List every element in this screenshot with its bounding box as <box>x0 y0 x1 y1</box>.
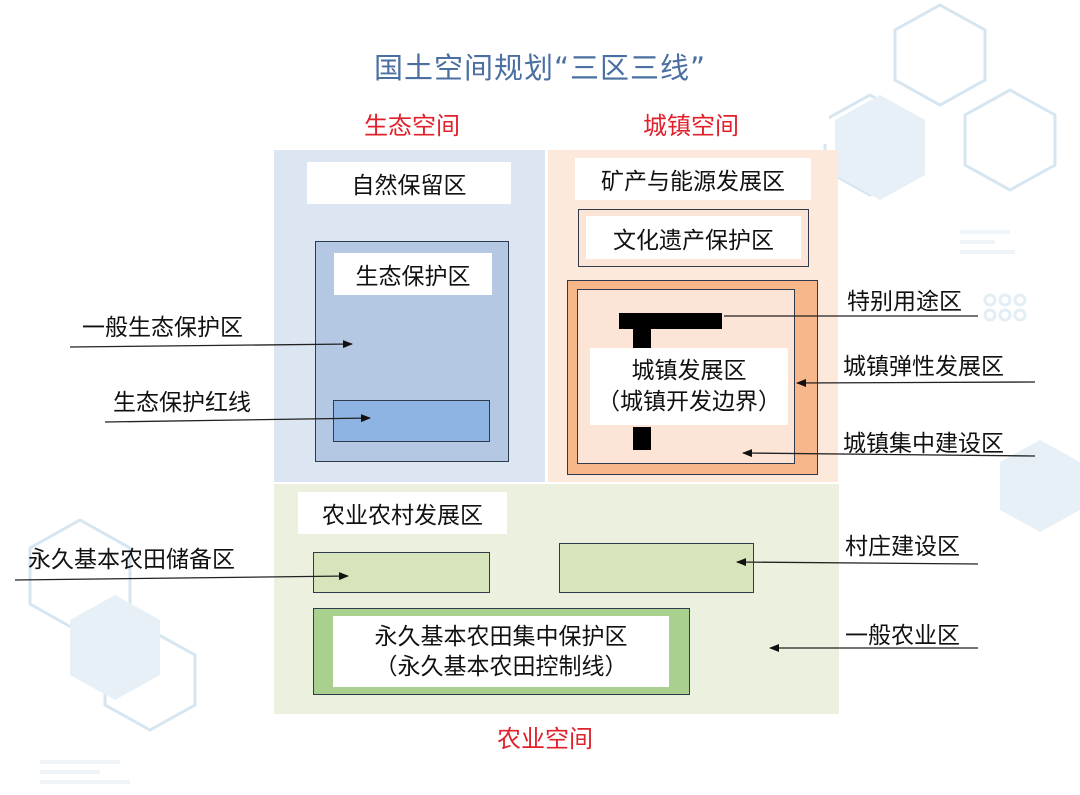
arrow-icon <box>104 414 371 423</box>
hexagon-decoration-icon <box>70 595 160 700</box>
hexagon-decoration-icon <box>963 88 1057 192</box>
farmland-reserve-label: 永久基本农田储备区 <box>28 547 235 573</box>
mining-energy-zone: 矿产与能源发展区 <box>575 158 811 200</box>
nature-reserve-zone: 自然保留区 <box>307 162 511 204</box>
ecology-space-label: 生态空间 <box>276 103 548 144</box>
arrow-icon <box>742 449 1036 458</box>
special-use-zone-label: 特别用途区 <box>847 289 962 315</box>
urban-concentrated-construction-label: 城镇集中建设区 <box>843 431 1004 457</box>
arrow-icon <box>69 340 353 349</box>
eco-redline-label: 生态保护红线 <box>113 390 251 416</box>
village-construction-zone <box>559 543 754 593</box>
agri-rural-development-zone: 农业农村发展区 <box>298 492 507 534</box>
special-use-zone-block-bottom <box>633 427 651 450</box>
special-use-zone-block-top <box>633 329 651 348</box>
hexagon-decoration-icon <box>893 3 987 107</box>
agriculture-space-label: 农业空间 <box>408 716 682 756</box>
arrow-icon <box>14 572 349 581</box>
eco-protection-redline-zone <box>333 400 490 442</box>
urban-development-zone: 城镇发展区 （城镇开发边界） <box>590 348 788 425</box>
cultural-heritage-zone: 文化遗产保护区 <box>586 216 801 259</box>
urban-space-label: 城镇空间 <box>553 103 829 144</box>
general-agriculture-label: 一般农业区 <box>845 623 960 649</box>
arrow-icon <box>796 378 1036 387</box>
farmland-control-line-label: （永久基本农田控制线） <box>374 653 628 680</box>
arrow-icon <box>736 558 979 567</box>
village-construction-label: 村庄建设区 <box>845 534 960 560</box>
hexagon-decoration-icon <box>835 95 925 200</box>
urban-development-boundary-label: （城镇开发边界） <box>597 388 781 415</box>
special-use-zone-bar <box>619 313 722 329</box>
general-eco-protection-label: 一般生态保护区 <box>82 315 243 341</box>
farmland-core-protection-zone-label: 永久基本农田集中保护区 <box>374 623 628 650</box>
urban-development-zone-label: 城镇发展区 <box>631 357 747 384</box>
page-title: 国土空间规划“三区三线” <box>373 51 707 85</box>
hexagon-decoration-icon <box>1000 440 1080 532</box>
urban-elastic-development-label: 城镇弹性发展区 <box>843 354 1004 380</box>
eco-protection-zone-label: 生态保护区 <box>334 253 492 295</box>
farmland-core-protection-zone-label-box: 永久基本农田集中保护区 （永久基本农田控制线） <box>333 616 669 687</box>
